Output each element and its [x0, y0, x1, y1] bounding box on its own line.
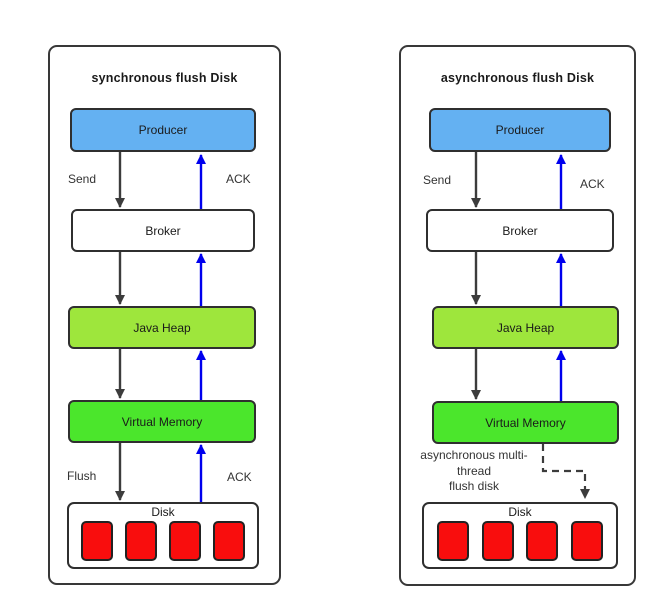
async-flush-note: asynchronous multi- thread flush disk	[405, 448, 543, 495]
disk-cells	[424, 521, 616, 567]
flush-label: Flush	[67, 469, 97, 483]
async-flush-note-line: flush disk	[448, 479, 500, 493]
dashed-async-flush-arrow	[541, 444, 590, 499]
disk-label: Disk	[151, 505, 175, 519]
disk-cell	[526, 521, 559, 561]
disk-cell	[81, 521, 113, 561]
disk-cell	[169, 521, 201, 561]
disk-node: Disk	[422, 502, 618, 569]
panel-title: asynchronous flush Disk	[440, 71, 595, 85]
ack-label-bottom: ACK	[227, 470, 252, 484]
producer-node: Producer	[70, 108, 256, 152]
disk-cell	[481, 521, 514, 561]
ack-label: ACK	[226, 172, 251, 186]
async-flush-note-line: asynchronous multi-	[420, 448, 528, 462]
disk-node: Disk	[67, 502, 259, 569]
disk-cell	[213, 521, 245, 561]
disk-cell	[436, 521, 469, 561]
disk-cell	[125, 521, 157, 561]
disk-label: Disk	[508, 505, 532, 519]
broker-node: Broker	[71, 209, 255, 252]
async-flush-note-line: thread	[456, 463, 492, 478]
broker-node: Broker	[426, 209, 614, 252]
java-heap-node: Java Heap	[68, 306, 256, 349]
send-label: Send	[423, 173, 452, 187]
virtual-memory-node: Virtual Memory	[432, 401, 619, 444]
virtual-memory-node: Virtual Memory	[68, 400, 256, 443]
ack-label: ACK	[580, 177, 605, 191]
async-flush-panel: asynchronous flush Disk Producer Broker …	[399, 45, 636, 586]
sync-flush-panel: synchronous flush Disk Producer Broker J…	[48, 45, 281, 585]
panel-title: synchronous flush Disk	[91, 71, 238, 85]
producer-node: Producer	[429, 108, 611, 152]
disk-cells	[69, 521, 257, 567]
java-heap-node: Java Heap	[432, 306, 619, 349]
send-label: Send	[68, 172, 97, 186]
disk-cell	[571, 521, 604, 561]
